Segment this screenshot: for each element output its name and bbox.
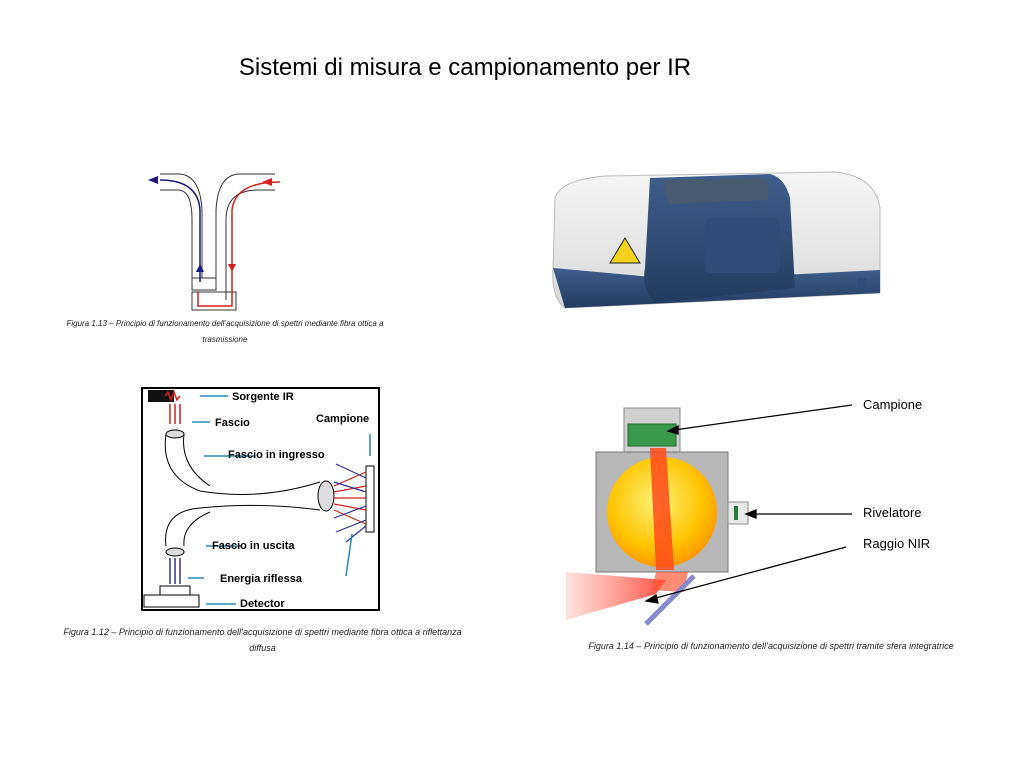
label-sample: Campione xyxy=(316,413,369,425)
transmission-diagram xyxy=(148,173,281,311)
label-reflected: Energia riflessa xyxy=(220,573,303,585)
detector-block xyxy=(159,585,191,596)
caption-line-1: Figura 1.13 – Principio di funzionamento… xyxy=(66,319,384,328)
sphere-caption: Figura 1.14 – Principio di funzionamento… xyxy=(588,641,954,651)
slide-title: Sistemi di misura e campionamento per IR xyxy=(238,54,692,81)
ftir-instrument-image xyxy=(552,171,881,309)
label-detector: Rivelatore xyxy=(863,505,922,520)
sample-cell xyxy=(627,423,677,447)
sample-plate xyxy=(365,465,375,533)
caption-line-2: diffusa xyxy=(249,643,276,653)
label-detector: Detector xyxy=(240,598,285,610)
label-ray: Raggio NIR xyxy=(863,536,930,551)
transmission-caption: Figura 1.13 – Principio di funzionamento… xyxy=(40,316,410,348)
diffuse-reflectance-diagram: Sorgente IR Fascio Campione Fascio in in… xyxy=(141,387,380,611)
diffuse-caption: Figura 1.12 – Principio di funzionamento… xyxy=(35,624,490,656)
label-source: Sorgente IR xyxy=(232,391,294,403)
label-beam: Fascio xyxy=(215,417,250,429)
integrating-sphere-diagram: Campione Rivelatore Raggio NIR xyxy=(566,397,930,626)
caption-line-1: Figura 1.12 – Principio di funzionamento… xyxy=(63,627,462,637)
label-sample: Campione xyxy=(863,397,922,412)
label-beam-out: Fascio in uscita xyxy=(212,540,295,552)
caption-line-2: trasmissione xyxy=(202,335,248,344)
label-beam-in: Fascio in ingresso xyxy=(228,449,325,461)
